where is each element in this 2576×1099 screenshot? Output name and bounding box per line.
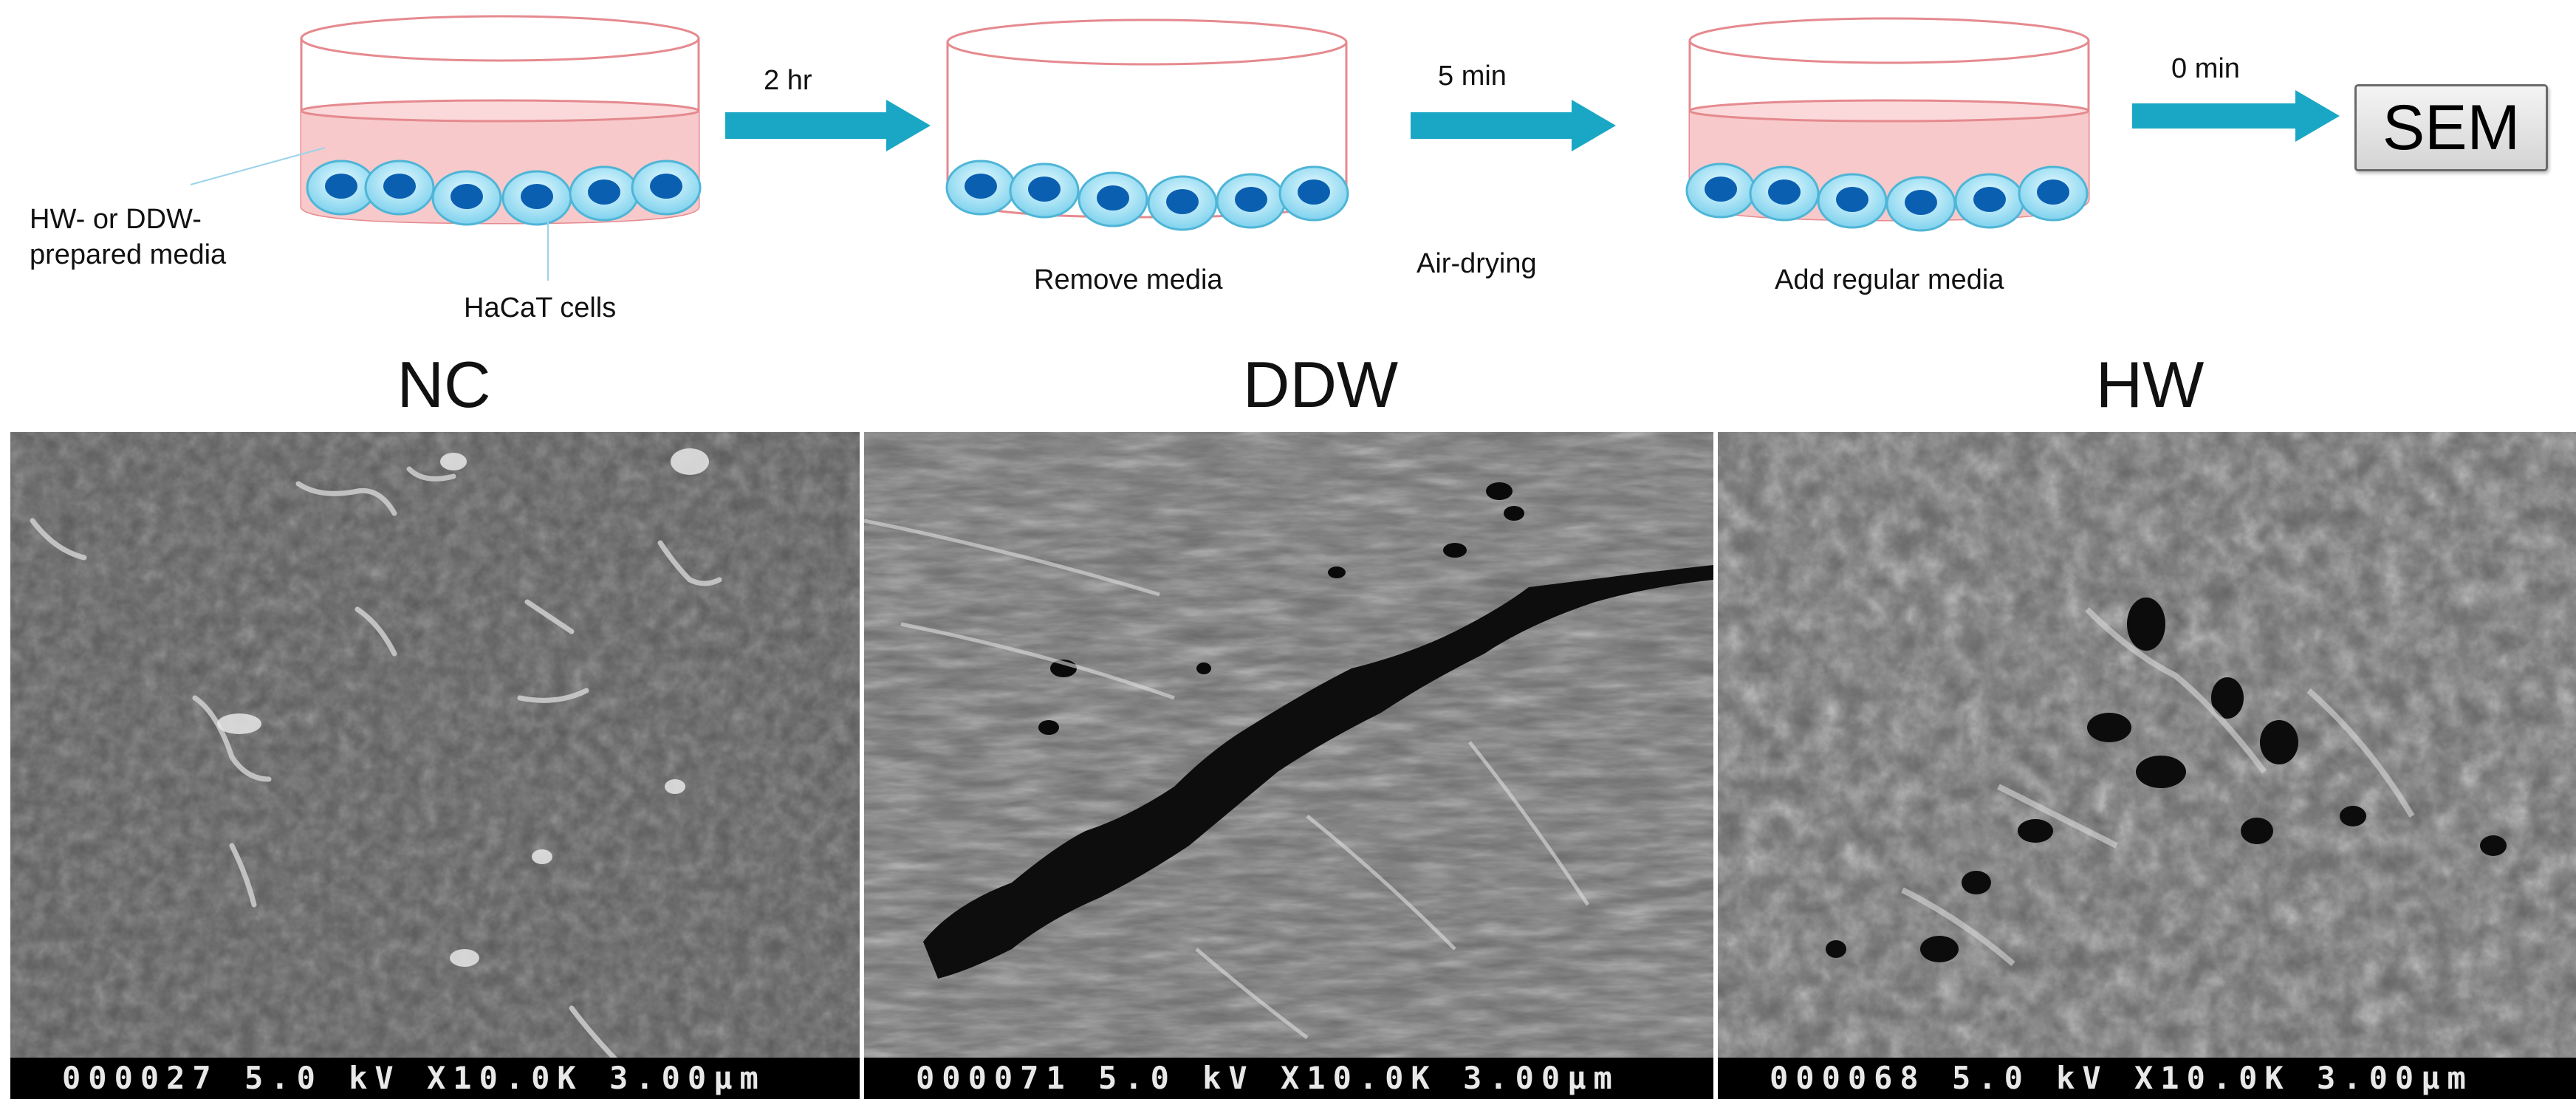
sem-image-hw: 000068 5.0 kV X10.0K 3.00μm bbox=[1718, 432, 2576, 1099]
workflow-schematic bbox=[190, 15, 2340, 281]
remove-media-caption: Remove media bbox=[1034, 264, 1223, 295]
sem-info-bar-ddw: 000071 5.0 kV X10.0K 3.00μm bbox=[864, 1058, 1713, 1099]
media-label-line2: prepared media bbox=[30, 239, 227, 270]
sem-texture-nc bbox=[10, 432, 860, 1099]
sem-texture-hw bbox=[1718, 432, 2576, 1099]
arrow-1-label: 2 hr bbox=[764, 65, 812, 96]
sem-box: SEM bbox=[2354, 84, 2548, 171]
arrow-2 bbox=[1411, 100, 1616, 151]
petri-dish-1 bbox=[300, 15, 702, 226]
sem-image-nc: 000027 5.0 kV X10.0K 3.00μm bbox=[10, 432, 860, 1099]
panel-title-ddw: DDW bbox=[1242, 348, 1399, 421]
arrow-2-label: 5 min bbox=[1438, 61, 1507, 92]
panel-title-nc: NC bbox=[397, 348, 491, 421]
petri-dish-3 bbox=[1685, 17, 2090, 232]
air-drying-caption: Air-drying bbox=[1417, 248, 1537, 279]
sem-info-bar-hw: 000068 5.0 kV X10.0K 3.00μm bbox=[1718, 1058, 2576, 1099]
arrow-3 bbox=[2132, 90, 2340, 142]
arrow-1 bbox=[725, 100, 931, 151]
panel-title-hw: HW bbox=[2095, 348, 2205, 421]
media-pointer-line bbox=[190, 147, 326, 185]
sem-texture-ddw bbox=[864, 432, 1713, 1099]
arrow-3-label: 0 min bbox=[2171, 53, 2240, 84]
add-regular-media-caption: Add regular media bbox=[1775, 264, 2004, 295]
media-label-line1: HW- or DDW- bbox=[30, 204, 202, 235]
sem-image-ddw: 000071 5.0 kV X10.0K 3.00μm bbox=[864, 432, 1713, 1099]
petri-dish-2 bbox=[945, 18, 1349, 231]
sem-info-bar-nc: 000027 5.0 kV X10.0K 3.00μm bbox=[10, 1058, 860, 1099]
cells-label: HaCaT cells bbox=[464, 292, 617, 323]
